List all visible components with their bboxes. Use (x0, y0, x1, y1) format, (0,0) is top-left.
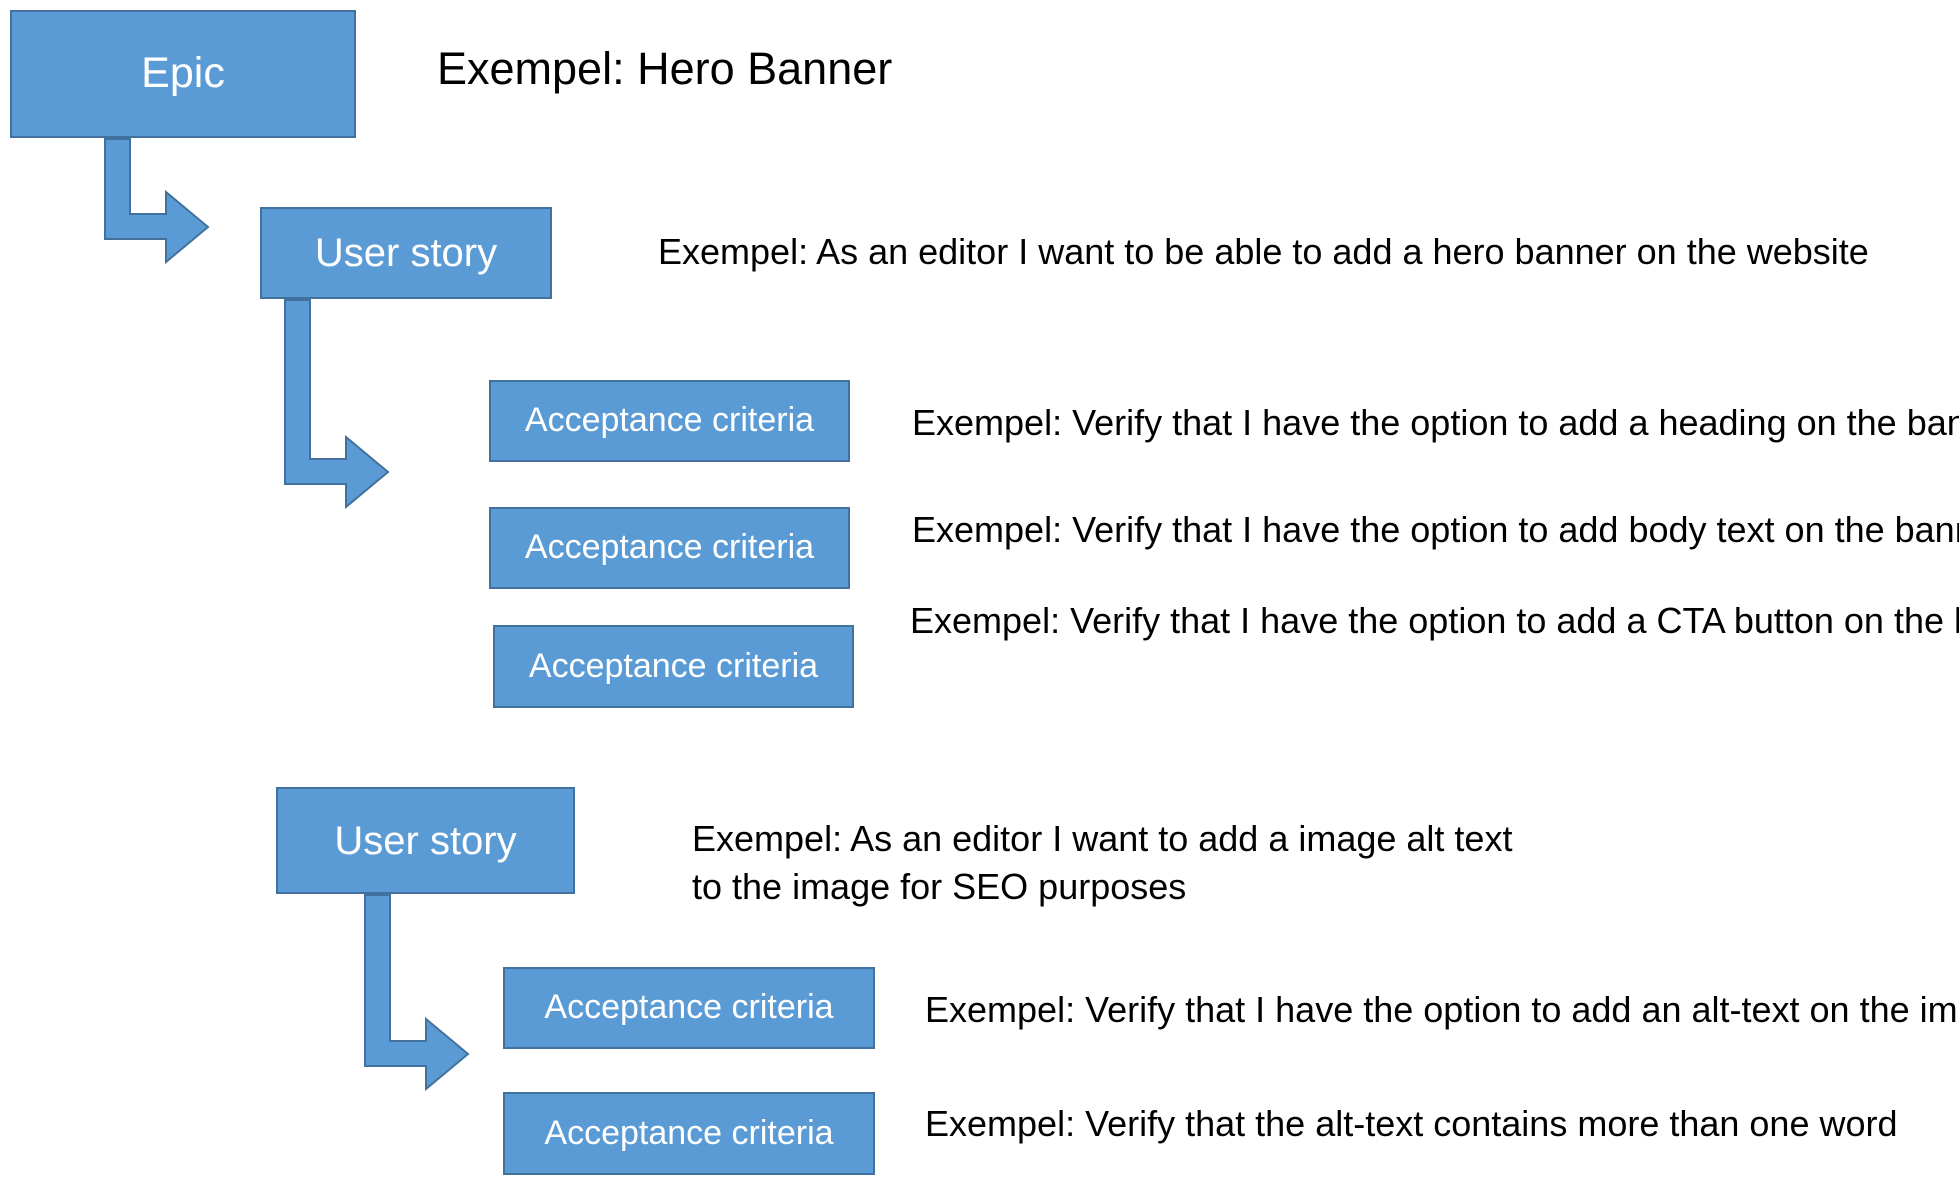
elbow-arrow-epic-to-story-1 (104, 138, 210, 265)
node-acceptance-criteria-3[interactable]: Acceptance criteria (493, 625, 854, 708)
caption-acceptance-criteria-2: Exempel: Verify that I have the option t… (912, 509, 1959, 550)
caption-user-story-1: Exempel: As an editor I want to be able … (658, 231, 1869, 272)
caption-user-story-2: Exempel: As an editor I want to add a im… (692, 818, 1513, 907)
node-acceptance-criteria-2[interactable]: Acceptance criteria (489, 507, 850, 589)
caption-acceptance-criteria-3: Exempel: Verify that I have the option t… (910, 600, 1959, 641)
caption-epic: Exempel: Hero Banner (437, 43, 893, 94)
node-acceptance-criteria-1[interactable]: Acceptance criteria (489, 380, 850, 462)
node-acceptance-criteria-4[interactable]: Acceptance criteria (503, 967, 875, 1049)
elbow-arrow-story-2-to-criteria (364, 894, 470, 1092)
caption-acceptance-criteria-4: Exempel: Verify that I have the option t… (925, 989, 1959, 1030)
node-user-story-2[interactable]: User story (276, 787, 575, 894)
caption-acceptance-criteria-5: Exempel: Verify that the alt-text contai… (925, 1103, 1898, 1144)
node-acceptance-criteria-5[interactable]: Acceptance criteria (503, 1092, 875, 1175)
caption-acceptance-criteria-1: Exempel: Verify that I have the option t… (912, 402, 1959, 443)
node-epic[interactable]: Epic (10, 10, 356, 138)
elbow-arrow-story-1-to-criteria (284, 299, 390, 510)
node-user-story-1[interactable]: User story (260, 207, 552, 299)
